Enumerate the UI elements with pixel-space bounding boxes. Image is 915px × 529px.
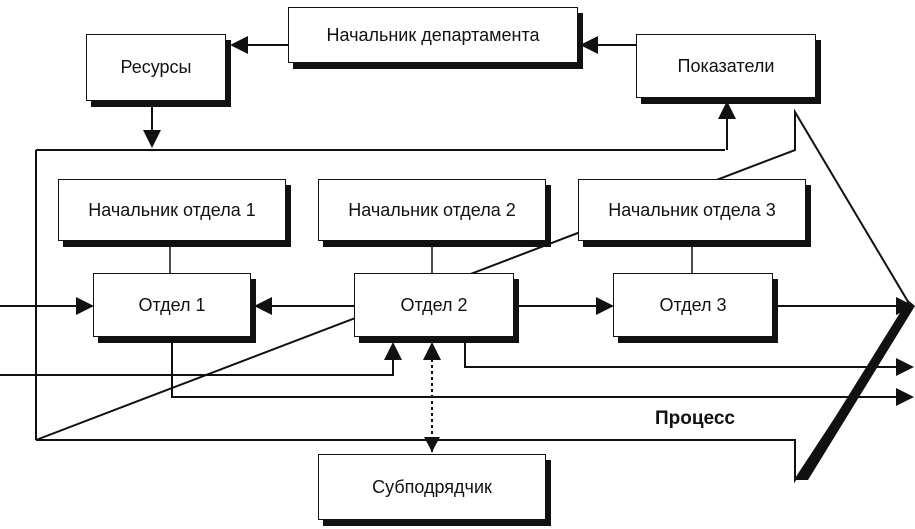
lower-input-to-dept2-arrow: [0, 342, 402, 376]
dept-head-3-box: Начальник отдела 3: [578, 179, 806, 241]
indicators-box: Показатели: [636, 34, 816, 98]
subcontractor-box: Субподрядчик: [318, 454, 546, 520]
resources-box: Ресурсы: [86, 34, 226, 101]
subcontractor-link-bottom-arrow: [424, 437, 440, 452]
dept-head-1-box: Начальник отдела 1: [58, 179, 286, 241]
dept-1-box: Отдел 1: [93, 273, 251, 337]
dept1-output-arrow: [171, 336, 914, 406]
dept-3-box: Отдел 3: [613, 273, 773, 337]
process-arrow-shadow: [796, 300, 915, 480]
dept-2-box: Отдел 2: [354, 273, 514, 337]
department-head-box: Начальник департамента: [288, 7, 578, 63]
dept2-output-arrow: [464, 336, 914, 376]
process-label: Процесс: [655, 408, 735, 429]
dept-head-2-box: Начальник отдела 2: [318, 179, 546, 241]
